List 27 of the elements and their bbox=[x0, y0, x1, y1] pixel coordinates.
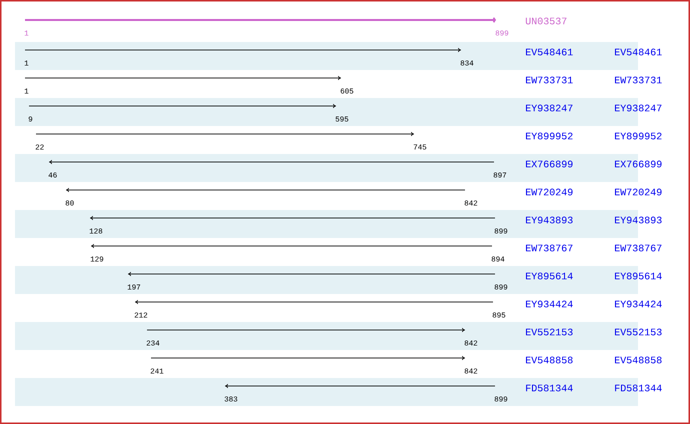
sequence-id: EV548858 bbox=[615, 356, 662, 364]
sequence-id: EV548858 bbox=[526, 356, 573, 364]
sequence-id: EV548461 bbox=[526, 48, 573, 56]
sequence-id: EY899952 bbox=[526, 132, 572, 140]
sequence-id: EW733731 bbox=[526, 76, 573, 84]
sequence-id: EW720249 bbox=[615, 188, 662, 196]
sequence-id: UN03537 bbox=[526, 18, 566, 24]
sequence-id: EW738767 bbox=[615, 244, 662, 252]
sequence-id: EY938247 bbox=[615, 104, 662, 112]
sequence-id: EY943893 bbox=[615, 216, 662, 224]
sequence-id: EV548461 bbox=[615, 48, 662, 56]
sequence-id: EY934424 bbox=[615, 300, 662, 308]
sequence-id: EV552153 bbox=[526, 328, 573, 336]
sequence-id: EY938247 bbox=[526, 104, 572, 112]
sequence-id: EW720249 bbox=[526, 188, 573, 196]
sequence-id: EY934424 bbox=[526, 300, 573, 308]
sequence-id: FD581344 bbox=[615, 384, 662, 392]
sequence-id: EY943893 bbox=[526, 216, 573, 224]
sequence-id: EW738767 bbox=[526, 244, 572, 252]
sequence-id: EY895614 bbox=[526, 272, 573, 280]
sequence-id: EX766899 bbox=[526, 160, 573, 168]
sequence-id: EV552153 bbox=[615, 328, 662, 336]
sequence-id: FD581344 bbox=[526, 384, 573, 392]
sequence-id: EY899952 bbox=[615, 132, 662, 140]
sequence-id: EX766899 bbox=[615, 160, 662, 168]
sequence-id: EY895614 bbox=[615, 272, 662, 280]
sequence-id: EW733731 bbox=[615, 76, 662, 84]
